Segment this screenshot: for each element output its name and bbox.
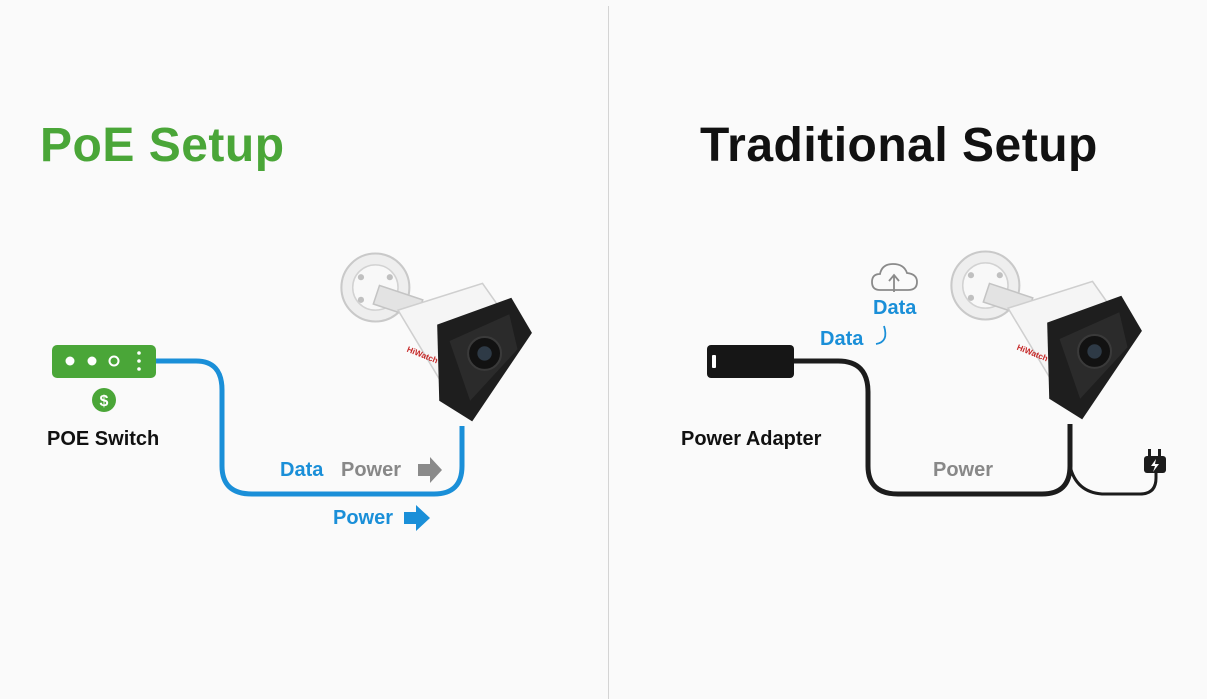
traditional-setup-title: Traditional Setup xyxy=(700,119,1098,172)
poe-data-label: Data xyxy=(280,459,324,481)
poe-switch-icon xyxy=(52,345,156,378)
svg-text:$: $ xyxy=(100,393,109,410)
poe-setup-title: PoE Setup xyxy=(40,119,285,172)
poe-power-gray-label: Power xyxy=(341,459,402,481)
traditional-power-label: Power xyxy=(933,459,994,481)
security-camera-icon xyxy=(950,250,1143,421)
security-camera-icon xyxy=(340,252,533,423)
cloud-upload-icon xyxy=(871,263,918,292)
arrow-right-icon xyxy=(404,505,430,531)
arrow-right-icon xyxy=(418,457,442,483)
power-adapter-label: Power Adapter xyxy=(681,428,822,450)
plug-icon xyxy=(1144,449,1166,473)
power-adapter-icon xyxy=(707,345,794,378)
data-arrow-icon xyxy=(875,325,887,345)
section-divider xyxy=(608,6,609,699)
poe-switch-label: POE Switch xyxy=(47,428,160,450)
power-cable xyxy=(794,358,1073,497)
traditional-data-label-upper: Data xyxy=(873,297,917,319)
traditional-data-label-lower: Data xyxy=(820,328,864,350)
poe-power-blue-label: Power xyxy=(333,507,394,529)
dollar-icon: $ xyxy=(92,388,116,412)
poe-cable xyxy=(156,358,465,497)
plug-cable xyxy=(1068,465,1158,496)
